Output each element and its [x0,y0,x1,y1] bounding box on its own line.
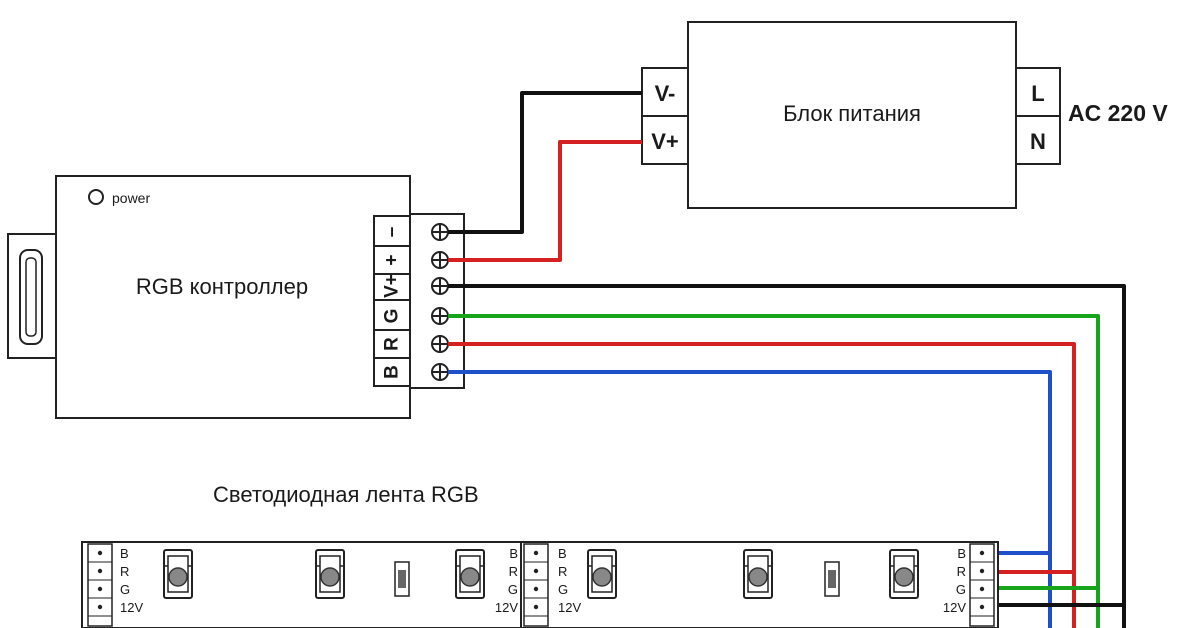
wire-vplus [448,140,642,262]
power-supply-label: Блок питания [783,101,921,126]
strip-pin-label: G [508,582,518,597]
resistor-icon [394,561,410,597]
controller-pin-label: B [382,365,403,379]
wire-vminus [448,91,642,234]
wire-12v [448,284,1126,628]
power-led-icon [88,189,104,205]
terminal-screw-icon [431,363,449,381]
strip-solder-pads [87,543,113,627]
strip-pin-label: R [558,564,567,579]
led-chip-icon [587,549,617,599]
strip-pin-label: G [956,582,966,597]
strip-pin-label: R [120,564,129,579]
strip-pin-label: B [120,546,129,561]
strip-pin-label: G [558,582,568,597]
strip-label: Светодиодная лента RGB [213,482,479,507]
led-chip-icon [889,549,919,599]
led-chip-icon [455,549,485,599]
wire-green [448,314,1100,628]
power-label: power [112,190,150,206]
terminal-l: L [1031,81,1044,106]
strip-pin-label: G [120,582,130,597]
controller-pin-label: + [382,254,403,265]
wire-red [448,342,1076,628]
strip-pin-label: 12V [120,600,143,615]
terminal-vplus: V+ [651,129,679,154]
terminal-vminus: V- [655,81,676,106]
controller-label: RGB контроллер [136,274,308,299]
strip-pin-label: R [957,564,966,579]
ac-voltage-label: AC 220 V [1068,100,1168,126]
strip-pin-label: 12V [943,600,966,615]
controller-pin-label: G [382,309,403,324]
led-chip-icon [315,549,345,599]
terminal-screw-icon [431,335,449,353]
terminal-screw-icon [431,277,449,295]
controller-pin-label: – [382,227,403,238]
strip-solder-pads [523,543,549,627]
resistor-icon [824,561,840,597]
led-chip-icon [743,549,773,599]
terminal-n: N [1030,129,1046,154]
terminal-screw-icon [431,307,449,325]
controller-pin-label: R [382,337,403,351]
terminal-screw-icon [431,223,449,241]
strip-pin-label: B [558,546,567,561]
controller-pin-label: V+ [382,274,403,298]
wires [448,91,1126,628]
strip-pin-label: R [509,564,518,579]
strip-pin-label: 12V [495,600,518,615]
power-supply: Блок питания V- V+ L N AC 220 V [641,21,1168,209]
rgb-controller: power RGB контроллер – + V+ GRB [7,175,465,419]
strip-pin-label: 12V [558,600,581,615]
led-chip-icon [163,549,193,599]
wire-blue [448,370,1052,628]
strip-pin-label: B [957,546,966,561]
terminal-screw-icon [431,251,449,269]
strip-pin-label: B [509,546,518,561]
strip-solder-pads [969,543,995,627]
